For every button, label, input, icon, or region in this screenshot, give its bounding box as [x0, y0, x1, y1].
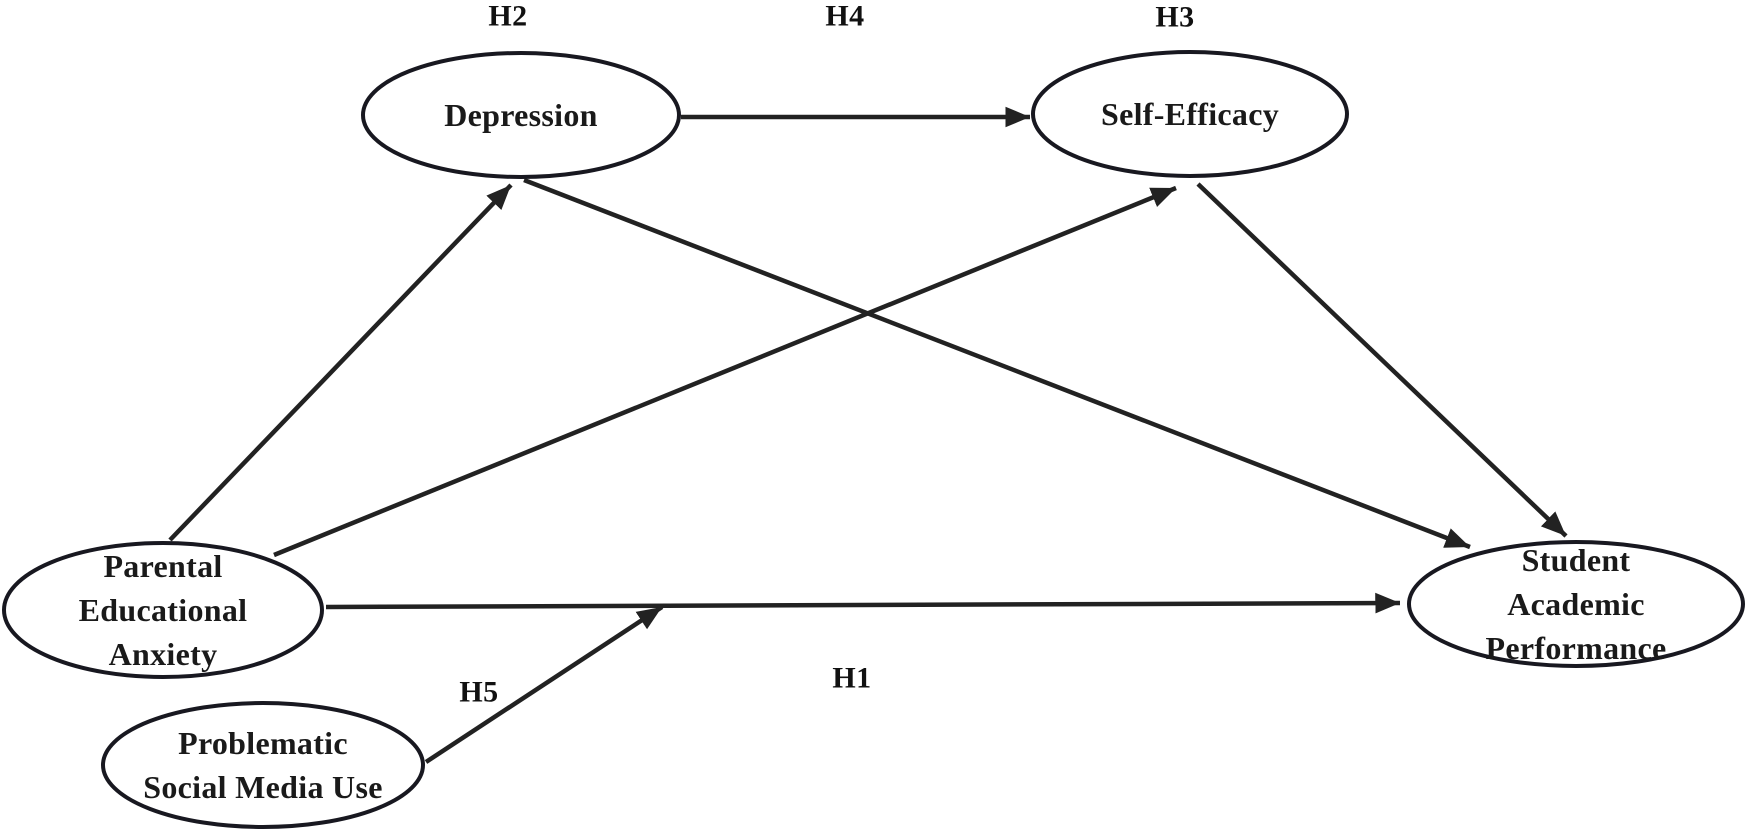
hypothesis-label-h2: H2: [488, 0, 528, 33]
node-student-academic-performance-ellipse: [1407, 540, 1745, 668]
node-problematic-social-media-use-label: Problematic Social Media Use: [143, 724, 383, 805]
node-problematic-social-media-use-ellipse: [101, 701, 425, 829]
hypothesis-label-h3: H3: [1155, 0, 1195, 34]
hypothesis-label-h5: H5: [459, 675, 499, 709]
hypothesis-label-h4: H4: [825, 0, 865, 33]
edge-parental-anxiety-to-self-efficacy-arrow: [273, 185, 1177, 558]
edge-parental-anxiety-to-student-performance-arrow: [325, 592, 1401, 614]
edge-parental-anxiety-to-depression-arrow: [168, 183, 513, 542]
hypothesis-label-h1: H1: [832, 661, 872, 695]
edge-self-efficacy-to-student-performance-arrow: [1196, 182, 1568, 538]
node-depression-ellipse: [361, 51, 681, 179]
node-self-efficacy-label: Self-Efficacy: [1100, 95, 1280, 132]
node-self-efficacy-ellipse: [1031, 50, 1349, 178]
node-student-academic-performance-label: Student Academic Performance: [1485, 541, 1667, 667]
node-depression-label: Depression: [444, 96, 598, 133]
edge-social-media-use-moderation-arrow: [424, 605, 664, 764]
node-parental-educational-anxiety-label: Parental Educational Anxiety: [78, 547, 248, 673]
edge-depression-to-student-performance-arrow: [523, 177, 1471, 550]
node-parental-educational-anxiety-ellipse: [2, 541, 324, 679]
